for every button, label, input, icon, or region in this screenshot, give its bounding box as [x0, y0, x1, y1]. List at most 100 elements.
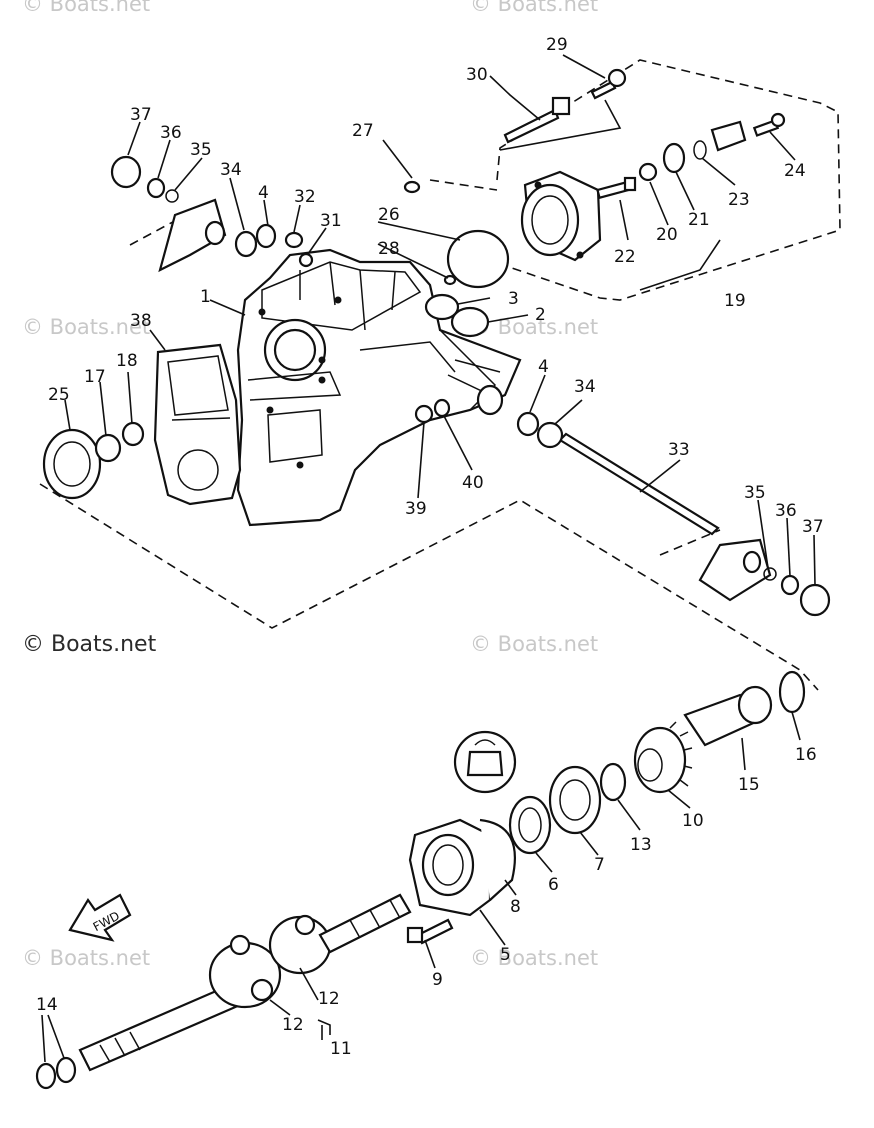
callout-12-lower: 12: [282, 1015, 304, 1035]
washer-part-35-left: [165, 189, 179, 203]
callout-5: 5: [500, 945, 511, 965]
callout-36-left: 36: [160, 123, 182, 143]
callout-labels: 29 30 37 36 35 27 34 4 32 31 26 28 24 23…: [36, 35, 824, 1059]
bushing-part-36-right: [780, 574, 800, 596]
callout-12-upper: 12: [318, 989, 340, 1009]
sleeve-part-15: [683, 685, 773, 747]
callout-19: 19: [724, 291, 746, 311]
callout-20: 20: [656, 225, 678, 245]
callout-34-right: 34: [574, 377, 596, 397]
seal-part-6: [508, 795, 552, 855]
callout-7: 7: [594, 855, 605, 875]
callout-2: 2: [535, 305, 546, 325]
callout-27: 27: [352, 121, 374, 141]
o-ring-part-27: [403, 180, 421, 194]
gear-housing-part-1: [236, 248, 522, 527]
callout-37-right: 37: [802, 517, 824, 537]
trunnion-right: [698, 538, 772, 602]
callout-13: 13: [630, 835, 652, 855]
plug-part-3: [424, 293, 460, 321]
housing-part-5: [408, 818, 516, 917]
ring-part-23: [693, 140, 707, 160]
callout-26: 26: [378, 205, 400, 225]
callout-35-left: 35: [190, 140, 212, 160]
callout-29: 29: [546, 35, 568, 55]
callout-14: 14: [36, 995, 58, 1015]
callout-17: 17: [84, 367, 106, 387]
bearing-part-25: [42, 428, 102, 500]
callout-3: 3: [508, 289, 519, 309]
callout-37-left: 37: [130, 105, 152, 125]
leader-lines: [41, 54, 816, 1063]
clamp-part-23b: [710, 120, 747, 152]
o-ring-part-26: [446, 229, 510, 289]
bolt-part-22: [596, 176, 637, 200]
shaft-part-33: [558, 432, 720, 536]
callout-11: 11: [330, 1039, 352, 1059]
callout-15: 15: [738, 775, 760, 795]
bushing-part-34-right: [536, 421, 564, 449]
callout-33: 33: [668, 440, 690, 460]
callout-38: 38: [130, 311, 152, 331]
watermark-top-left: © Boats.net: [22, 0, 151, 16]
bearing-part-7: [548, 765, 602, 835]
callout-35-right: 35: [744, 483, 766, 503]
callout-34-left: 34: [220, 160, 242, 180]
bushing-part-34-left: [234, 230, 258, 258]
callout-31: 31: [320, 211, 342, 231]
ring-part-16: [778, 670, 806, 714]
bolt-part-29: [590, 68, 627, 100]
callout-30: 30: [466, 65, 488, 85]
nut-part-18: [121, 421, 145, 447]
callout-6: 6: [548, 875, 559, 895]
washer-part-31: [298, 252, 314, 268]
callout-16: 16: [795, 745, 817, 765]
watermark-bottom-left: © Boats.net: [22, 946, 151, 970]
callout-40: 40: [462, 473, 484, 493]
callout-25: 25: [48, 385, 70, 405]
callout-4-left: 4: [258, 183, 269, 203]
trunnion-left: [158, 198, 227, 273]
assembly-19-dashed-box: [429, 59, 841, 301]
callout-4-right: 4: [538, 357, 549, 377]
callout-1: 1: [200, 287, 211, 307]
gear-part-10: [633, 721, 693, 794]
bushing-part-4-right: [516, 411, 540, 437]
gasket-part-38: [153, 343, 242, 506]
callout-28: 28: [378, 239, 400, 259]
callout-8: 8: [510, 897, 521, 917]
washer-part-35-right: [763, 567, 777, 581]
cap-part-32: [284, 231, 304, 249]
callout-22: 22: [614, 247, 636, 267]
bushing-part-36-left: [146, 177, 166, 199]
cover-part-19-housing: [520, 170, 602, 262]
watermark-top-center: © Boats.net: [470, 0, 599, 16]
callout-36-right: 36: [775, 501, 797, 521]
bolt-part-24: [752, 112, 786, 137]
bolt-part-9: [406, 918, 454, 945]
circlip-part-13: [599, 762, 627, 802]
fitting-part-40: [433, 398, 451, 418]
callout-23: 23: [728, 190, 750, 210]
cap-part-37-right: [799, 583, 831, 617]
seal-part-21: [662, 142, 686, 174]
watermark-mid-left: © Boats.net: [22, 315, 151, 339]
fitting-part-39: [414, 404, 434, 424]
callout-21: 21: [688, 210, 710, 230]
callout-24: 24: [784, 161, 806, 181]
callout-18: 18: [116, 351, 138, 371]
callout-10: 10: [682, 811, 704, 831]
drive-shaft-part-11: [78, 893, 412, 1072]
grease-icon: [453, 730, 517, 794]
callout-9: 9: [432, 970, 443, 990]
watermark-main: © Boats.net: [22, 632, 157, 657]
fwd-arrow-icon: FWD: [68, 893, 132, 942]
callout-39: 39: [405, 499, 427, 519]
cap-part-37-left: [110, 155, 142, 189]
bushing-part-4-left: [255, 223, 277, 249]
watermark-mid-center: © Boats.net: [470, 315, 599, 339]
ring-part-14: [35, 1056, 77, 1090]
spacer-part-17: [94, 433, 122, 463]
